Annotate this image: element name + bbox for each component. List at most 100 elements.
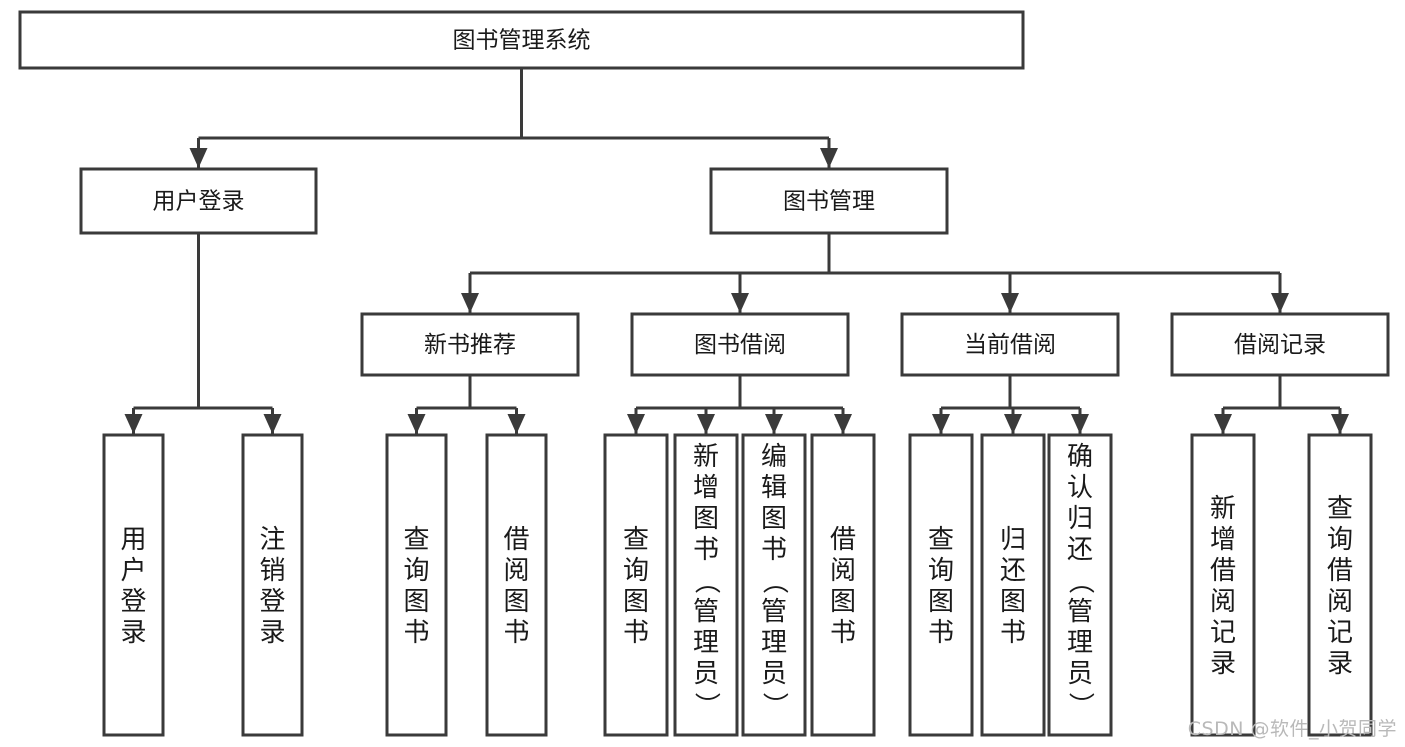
- node-leaf-3-1-label-char: 询: [1327, 525, 1353, 555]
- node-leaf-2-2-rect[interactable]: [1047, 433, 1113, 737]
- node-leaf-1-0-label-char: 询: [623, 556, 649, 586]
- node-level3-0[interactable]: 新书推荐: [360, 312, 580, 377]
- arrow-head-icon: [731, 293, 749, 313]
- node-leaf-1-1-rect[interactable]: [673, 433, 739, 737]
- node-leaf-1-2-label-char: 辑: [761, 473, 787, 503]
- node-leaf-1-2-label-char: 编: [761, 442, 787, 472]
- node-leaf-2-0-label-char: 查: [928, 525, 954, 555]
- node-leaf-3-0-label-char: 新: [1210, 494, 1236, 524]
- node-leaf-0-1-label-char: 借: [503, 525, 529, 555]
- node-leaf-2-2-label-char: 管: [1067, 597, 1093, 627]
- node-leaf-1-2-label-char: ）: [759, 692, 789, 718]
- node-leaf-1-2-label-char: （: [759, 568, 789, 594]
- node-leaf-1-2-rect[interactable]: [741, 433, 807, 737]
- node-leaf-0-0-rect[interactable]: [385, 433, 448, 737]
- node-level3-1[interactable]: 图书借阅: [630, 312, 850, 377]
- node-leaf-userlogin-0-rect[interactable]: [102, 433, 165, 737]
- node-leaf-3-1-rect[interactable]: [1307, 433, 1373, 737]
- node-leaf-3-1-label-char: 记: [1327, 618, 1353, 648]
- arrow-head-icon: [1214, 414, 1232, 434]
- node-leaf-2-2-label-char: （: [1065, 568, 1095, 594]
- node-leaf-0-1-label-char: 图: [503, 587, 529, 617]
- node-leaf-2-0-label-char: 询: [928, 556, 954, 586]
- node-leaf-1-3-rect[interactable]: [810, 433, 876, 737]
- arrow-head-icon: [507, 414, 526, 434]
- arrow-head-icon: [189, 148, 208, 168]
- node-leaf-3-1-label-char: 查: [1327, 494, 1353, 524]
- node-leaf-2-0-label-char: 图: [928, 587, 954, 617]
- node-leaf-3-0-rect[interactable]: [1190, 433, 1256, 737]
- node-leaf-3-1-label-char: 录: [1327, 649, 1353, 679]
- node-leaf-1-2-label-char: 图: [761, 504, 787, 534]
- node-level3-2-rect[interactable]: [900, 312, 1120, 377]
- node-level3-3-rect[interactable]: [1170, 312, 1390, 377]
- node-leaf-userlogin-1-label-char: 注: [259, 525, 285, 555]
- node-leaf-0-0-label-char: 查: [403, 525, 429, 555]
- node-leaf-1-2-label-char: 书: [761, 535, 787, 565]
- arrow-head-icon: [461, 293, 479, 313]
- node-level2-1[interactable]: 图书管理: [709, 167, 949, 235]
- node-leaf-0-1-label-char: 阅: [503, 556, 529, 586]
- node-level3-1-rect[interactable]: [630, 312, 850, 377]
- node-leaf-userlogin-0[interactable]: 用户登录: [102, 433, 165, 737]
- node-leaf-2-2-label-char: 理: [1067, 628, 1093, 658]
- node-level3-3[interactable]: 借阅记录: [1170, 312, 1390, 377]
- node-leaf-2-2-label-char: 确: [1067, 442, 1093, 472]
- node-leaf-userlogin-1-label-char: 登: [259, 587, 285, 617]
- node-leaf-userlogin-1-rect[interactable]: [241, 433, 304, 737]
- node-leaf-userlogin-0-label-char: 录: [120, 618, 146, 648]
- arrow-head-icon: [627, 414, 645, 434]
- node-leaf-1-2-label-char: 管: [761, 597, 787, 627]
- node-leaf-2-2-label-char: 认: [1067, 473, 1093, 503]
- node-leaf-2-0-rect[interactable]: [908, 433, 974, 737]
- node-e59bbee4b9a6e7aea1e79086e7b3bbe7bb9f-root-rect[interactable]: [18, 10, 1025, 70]
- arrow-head-icon: [1271, 293, 1289, 313]
- node-level3-0-label: 新书推荐: [424, 332, 516, 358]
- node-leaf-1-2-label-char: 员: [761, 659, 787, 689]
- node-leaf-1-1-label-char: 书: [693, 535, 719, 565]
- node-leaf-3-0-label-char: 阅: [1210, 587, 1236, 617]
- node-level2-1-rect[interactable]: [709, 167, 949, 235]
- arrow-head-icon: [932, 414, 950, 434]
- node-leaf-1-2-label-char: 理: [761, 628, 787, 658]
- node-leaf-3-0-label-char: 借: [1210, 556, 1236, 586]
- node-leaf-3-0-label-char: 录: [1210, 649, 1236, 679]
- node-leaf-1-1-label-char: 增: [693, 473, 719, 503]
- node-leaf-1-0-rect[interactable]: [603, 433, 669, 737]
- node-leaf-0-0-label-char: 书: [403, 618, 429, 648]
- node-level2-0[interactable]: 用户登录: [79, 167, 318, 235]
- node-leaf-3-1-label-char: 借: [1327, 556, 1353, 586]
- node-level2-1-label: 图书管理: [783, 189, 875, 215]
- arrow-head-icon: [1004, 414, 1022, 434]
- node-level3-0-rect[interactable]: [360, 312, 580, 377]
- node-leaf-1-3-label-char: 阅: [830, 556, 856, 586]
- node-leaf-1-3-label-char: 借: [830, 525, 856, 555]
- node-level3-2[interactable]: 当前借阅: [900, 312, 1120, 377]
- node-leaf-2-2-label-char: 员: [1067, 659, 1093, 689]
- node-leaf-0-1-rect[interactable]: [485, 433, 548, 737]
- node-e59bbee4b9a6e7aea1e79086e7b3bbe7bb9f-root-label: 图书管理系统: [453, 28, 591, 54]
- node-leaf-0-1-label-char: 书: [503, 618, 529, 648]
- node-leaf-1-3-label-char: 书: [830, 618, 856, 648]
- node-e59bbee4b9a6e7aea1e79086e7b3bbe7bb9f-root[interactable]: 图书管理系统: [18, 10, 1025, 70]
- node-leaf-userlogin-1-label-char: 销: [259, 556, 285, 586]
- node-leaf-2-1-rect[interactable]: [980, 433, 1046, 737]
- node-leaf-1-0-label-char: 书: [623, 618, 649, 648]
- node-leaf-0-0-label-char: 图: [403, 587, 429, 617]
- node-leaf-2-1-label-char: 图: [1000, 587, 1026, 617]
- node-leaf-1-3-label-char: 图: [830, 587, 856, 617]
- node-leaf-3-1-label-char: 阅: [1327, 587, 1353, 617]
